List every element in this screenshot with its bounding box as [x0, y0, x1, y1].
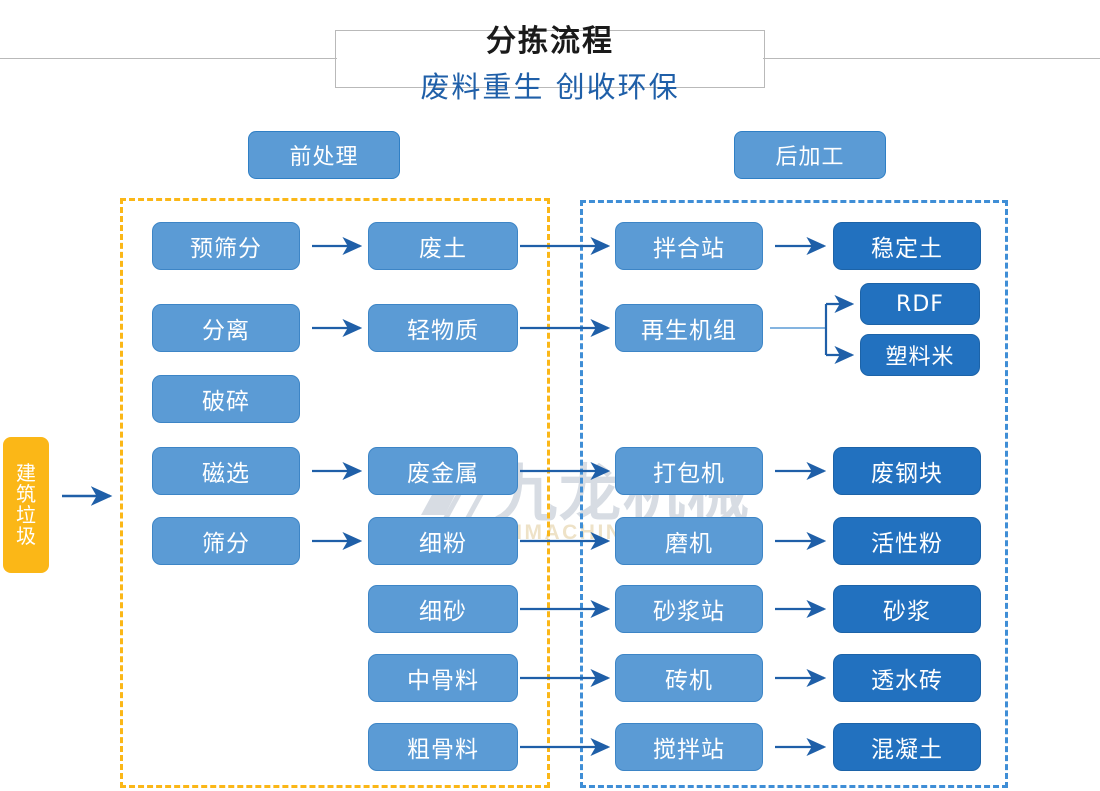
- node-product-6[interactable]: 透水砖: [833, 654, 981, 702]
- source-node-label: 建筑垃圾: [16, 460, 36, 549]
- node-product-4[interactable]: 活性粉: [833, 517, 981, 565]
- node-material-0[interactable]: 废土: [368, 222, 518, 270]
- group-box-post-process: [580, 200, 1008, 788]
- node-material-2[interactable]: 废金属: [368, 447, 518, 495]
- section-header-post-process: 后加工: [734, 131, 886, 179]
- node-post-process-1[interactable]: 再生机组: [615, 304, 763, 352]
- node-post-process-0[interactable]: 拌合站: [615, 222, 763, 270]
- node-pre-process-4[interactable]: 筛分: [152, 517, 300, 565]
- source-node-construction-waste: 建筑垃圾: [3, 437, 49, 573]
- title-frame: [335, 30, 765, 88]
- page-subtitle: 废料重生 创收环保: [420, 70, 680, 104]
- node-post-process-6[interactable]: 搅拌站: [615, 723, 763, 771]
- node-post-process-3[interactable]: 磨机: [615, 517, 763, 565]
- node-pre-process-3[interactable]: 磁选: [152, 447, 300, 495]
- node-post-process-5[interactable]: 砖机: [615, 654, 763, 702]
- node-product-0[interactable]: 稳定土: [833, 222, 981, 270]
- group-box-pre-process: [120, 198, 550, 788]
- section-header-pre-process: 前处理: [248, 131, 400, 179]
- node-pre-process-0[interactable]: 预筛分: [152, 222, 300, 270]
- node-material-6[interactable]: 粗骨料: [368, 723, 518, 771]
- node-material-4[interactable]: 细砂: [368, 585, 518, 633]
- node-pre-process-1[interactable]: 分离: [152, 304, 300, 352]
- node-post-process-4[interactable]: 砂浆站: [615, 585, 763, 633]
- node-pre-process-2[interactable]: 破碎: [152, 375, 300, 423]
- page-title: 分拣流程: [486, 24, 614, 59]
- node-material-1[interactable]: 轻物质: [368, 304, 518, 352]
- node-product-2[interactable]: 塑料米: [860, 334, 980, 376]
- node-product-7[interactable]: 混凝土: [833, 723, 981, 771]
- node-product-5[interactable]: 砂浆: [833, 585, 981, 633]
- title-rule-left: [0, 58, 337, 59]
- node-product-1[interactable]: RDF: [860, 283, 980, 325]
- node-material-5[interactable]: 中骨料: [368, 654, 518, 702]
- title-rule-right: [763, 58, 1100, 59]
- node-product-3[interactable]: 废钢块: [833, 447, 981, 495]
- node-post-process-2[interactable]: 打包机: [615, 447, 763, 495]
- node-material-3[interactable]: 细粉: [368, 517, 518, 565]
